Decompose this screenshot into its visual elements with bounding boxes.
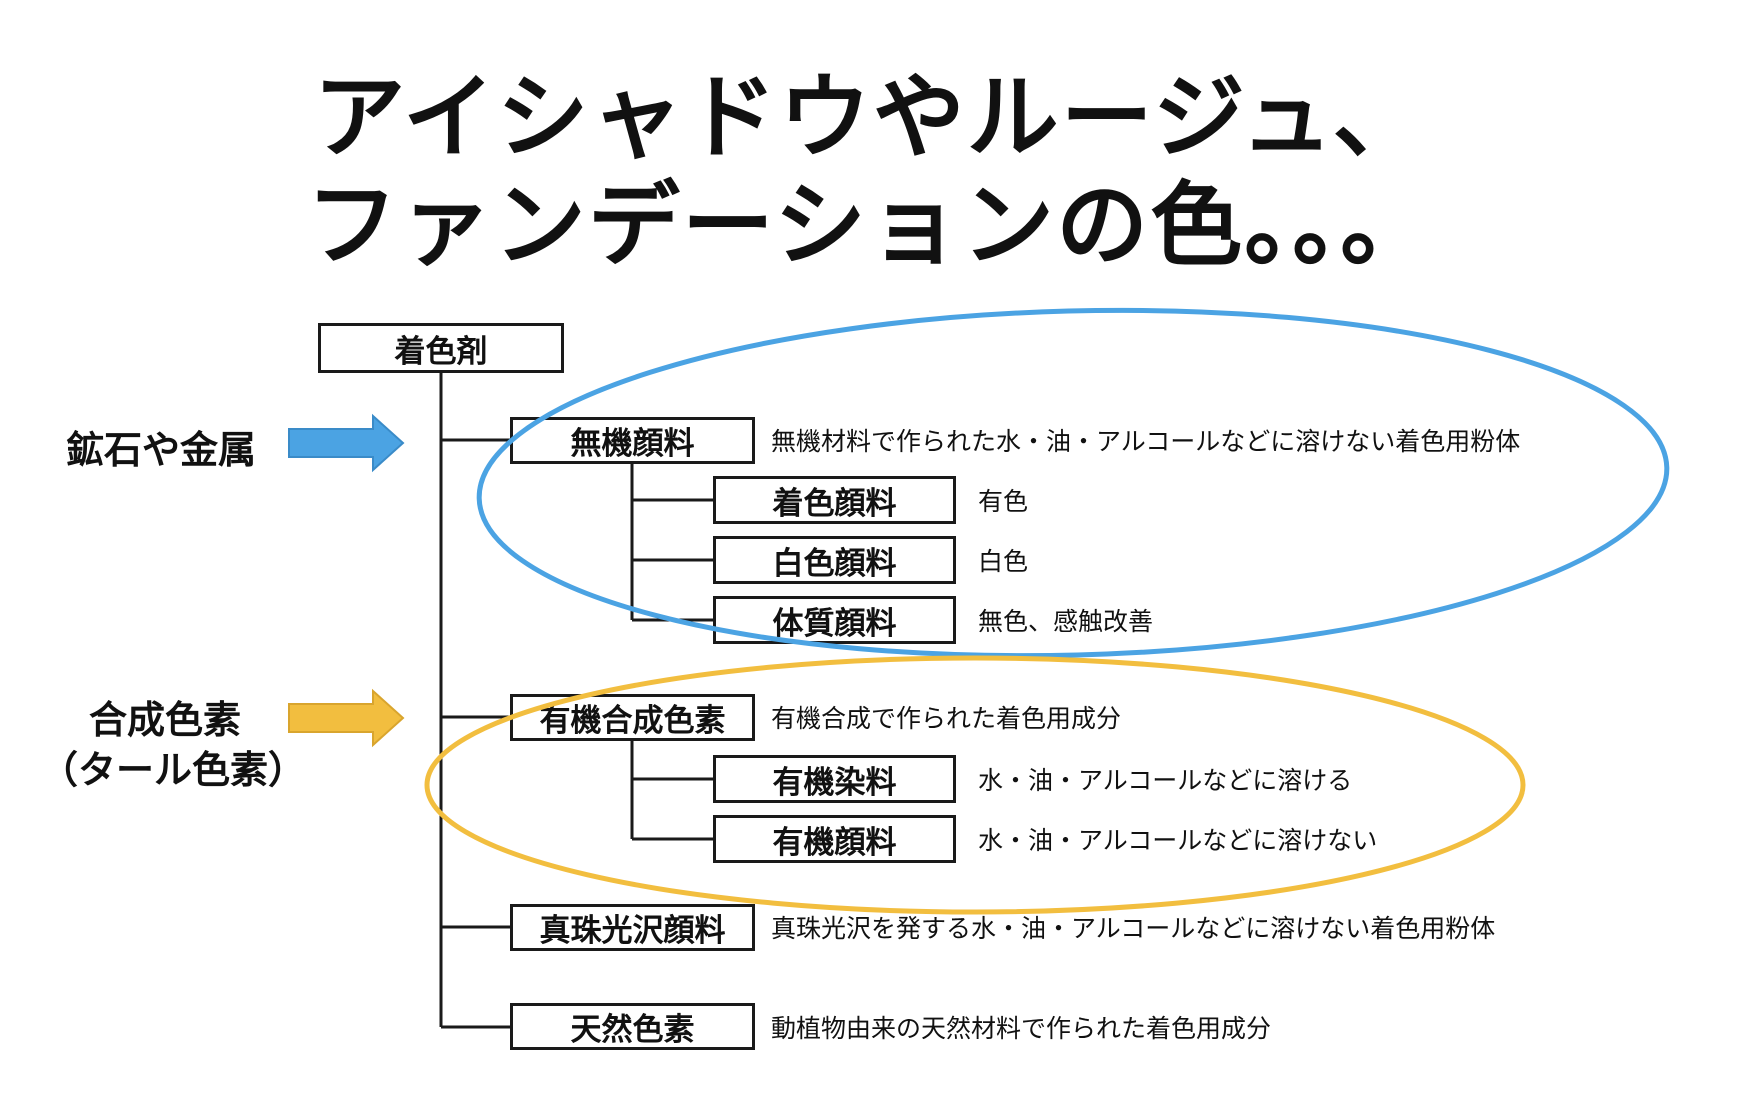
subcategory-label: 体質顔料 (772, 605, 897, 642)
subcategory-label: 有機顔料 (772, 824, 897, 861)
subcategory-label: 有機染料 (772, 764, 897, 801)
subcategory-box: 有機染料 (713, 755, 956, 803)
category-desc: 真珠光沢を発する水・油・アルコールなどに溶けない着色用粉体 (771, 914, 1496, 943)
subcategory-label: 着色顔料 (772, 485, 897, 522)
annotation-synthetic: 合成色素 （タール色素） (40, 695, 307, 795)
subcategory-box: 白色顔料 (713, 536, 956, 584)
annotation-minerals: 鉱石や金属 (66, 428, 257, 472)
subcategory-box: 有機顔料 (713, 815, 956, 863)
category-box-pearl: 真珠光沢顔料 (510, 904, 755, 951)
subcategory-desc: 水・油・アルコールなどに溶けない (978, 826, 1378, 855)
subcategory-box: 体質顔料 (713, 596, 956, 644)
subcategory-desc: 有色 (978, 487, 1029, 516)
subcategory-desc: 無色、感触改善 (978, 607, 1154, 636)
title-line-2: ファンデーションの色。。。 (305, 172, 1435, 279)
category-box-natural: 天然色素 (510, 1003, 755, 1050)
root-label: 着色剤 (394, 333, 488, 370)
blue-arrow (288, 413, 405, 473)
category-label: 無機顔料 (570, 426, 695, 462)
annotation-synthetic-line1: 合成色素 (88, 698, 241, 742)
subcategory-box: 着色顔料 (713, 476, 956, 524)
category-label: 有機合成色素 (539, 703, 726, 739)
category-desc: 有機合成で作られた着色用成分 (771, 704, 1122, 733)
yellow-arrow (288, 688, 405, 748)
subcategory-desc: 白色 (978, 547, 1029, 576)
annotation-synthetic-line2: （タール色素） (40, 748, 307, 792)
title-line-1: アイシャドウやルージュ、 (313, 64, 1427, 171)
subcategory-desc: 水・油・アルコールなどに溶ける (978, 766, 1353, 795)
root-box: 着色剤 (318, 323, 564, 373)
category-box-inorganic: 無機顔料 (510, 417, 755, 464)
category-desc: 動植物由来の天然材料で作られた着色用成分 (771, 1014, 1272, 1043)
category-label: 真珠光沢顔料 (539, 913, 726, 949)
category-box-organic-synthetic: 有機合成色素 (510, 694, 755, 741)
category-label: 天然色素 (570, 1012, 695, 1048)
category-desc: 無機材料で作られた水・油・アルコールなどに溶けない着色用粉体 (771, 427, 1521, 456)
subcategory-label: 白色顔料 (772, 545, 897, 582)
